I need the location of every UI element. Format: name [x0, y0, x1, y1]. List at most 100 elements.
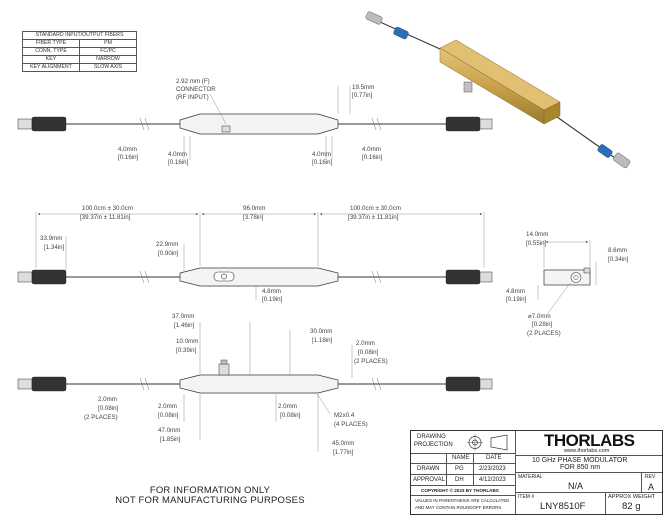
svg-text:37.0mm: 37.0mm [172, 313, 194, 320]
svg-text:[3.78in]: [3.78in] [243, 214, 264, 221]
svg-text:47.0mm: 47.0mm [158, 427, 180, 434]
svg-text:[39.37in ± 11.81in]: [39.37in ± 11.81in] [80, 214, 131, 221]
svg-text:[0.77in]: [0.77in] [352, 92, 373, 99]
svg-text:30.0mm: 30.0mm [310, 328, 332, 335]
svg-text:33.9mm: 33.9mm [40, 235, 62, 242]
iso-housing-top [439, 39, 561, 111]
svg-text:(2 PLACES): (2 PLACES) [84, 414, 118, 421]
svg-text:2.0mm: 2.0mm [98, 396, 117, 403]
fc-boot-left [31, 116, 67, 132]
svg-text:(RF INPUT): (RF INPUT) [176, 94, 209, 101]
drawn-date: 2/23/2023 [474, 464, 516, 475]
end-view-bore-inner [573, 275, 579, 280]
svg-text:[0.19in]: [0.19in] [262, 296, 283, 303]
svg-text:4.8mm: 4.8mm [506, 288, 525, 295]
svg-text:14.0mm: 14.0mm [526, 231, 548, 238]
fc-connector-left [17, 118, 33, 130]
svg-text:(2 PLACES): (2 PLACES) [527, 330, 561, 337]
svg-text:19.5mm: 19.5mm [352, 84, 374, 91]
svg-text:10.0mm: 10.0mm [176, 338, 198, 345]
isometric-view [365, 11, 631, 169]
svg-text:[0.16in]: [0.16in] [168, 159, 189, 166]
approval-date: 4/12/2023 [474, 475, 516, 486]
svg-text:[1.46in]: [1.46in] [174, 322, 195, 329]
svg-text:2.0mm: 2.0mm [356, 340, 375, 347]
rf-connector-bottom [218, 363, 230, 376]
svg-text:[0.16in]: [0.16in] [312, 159, 333, 166]
item-cell: ITEM # LNY8510F [516, 493, 606, 514]
svg-text:4.0mm: 4.0mm [118, 146, 137, 153]
drawn-label: DRAWN [411, 464, 447, 475]
svg-text:2.0mm: 2.0mm [278, 403, 297, 410]
copyright-cell: COPYRIGHT © 2023 BY THORLABS [411, 486, 516, 496]
svg-text:[0.16in]: [0.16in] [362, 154, 383, 161]
svg-text:100.0cm ± 30.0cm: 100.0cm ± 30.0cm [350, 205, 401, 212]
fc-connector-left [17, 378, 33, 390]
side-view-bottom: 37.0mm [1.46in] 10.0mm [0.39in] 30.0mm [… [17, 313, 493, 456]
side-view-top: 2.92 mm (F) CONNECTOR (RF INPUT) 19.5mm … [17, 78, 493, 166]
svg-text:[0.19in]: [0.19in] [506, 296, 527, 303]
fc-boot-left [31, 269, 67, 285]
end-view: 14.0mm [0.55in] 8.6mm [0.34in] 4.8mm [0.… [506, 231, 629, 337]
end-view-tab [583, 267, 591, 274]
svg-text:[1.77in]: [1.77in] [333, 449, 354, 456]
iso-connector-right [613, 152, 631, 169]
svg-text:4.0mm: 4.0mm [362, 146, 381, 153]
material-cell: MATERIAL N/A [516, 473, 642, 493]
iso-boot-left [393, 26, 409, 40]
svg-text:22.9mm: 22.9mm [156, 241, 178, 248]
title-block: DRAWING PROJECTION NAME DATE DRAWN PG 2/… [410, 430, 663, 515]
svg-text:4.0mm: 4.0mm [168, 151, 187, 158]
svg-text:(2 PLACES): (2 PLACES) [354, 358, 388, 365]
disclaimer-cell: VALUES IN PARENTHESIS ARE CALCULATED AND… [411, 496, 516, 514]
svg-text:[1.18in]: [1.18in] [312, 337, 333, 344]
svg-text:4.0mm: 4.0mm [312, 151, 331, 158]
iso-rf-connector [463, 81, 473, 93]
svg-text:[0.08in]: [0.08in] [98, 405, 119, 412]
fc-connector-right [479, 271, 493, 283]
svg-text:4.8mm: 4.8mm [262, 288, 281, 295]
iso-boot-right [597, 144, 613, 158]
svg-text:[1.34in]: [1.34in] [44, 244, 65, 251]
svg-text:[0.28in]: [0.28in] [532, 321, 553, 328]
svg-text:CONNECTOR: CONNECTOR [176, 86, 216, 93]
logo-cell: THORLABS www.thorlabs.com [516, 431, 662, 456]
part-title-cell: 10 GHz PHASE MODULATOR FOR 850 nm [516, 456, 662, 473]
svg-text:M2x0.4: M2x0.4 [334, 412, 355, 419]
svg-text:100.0cm ± 30.0cm: 100.0cm ± 30.0cm [82, 205, 133, 212]
svg-text:[0.16in]: [0.16in] [118, 154, 139, 161]
name-header: NAME [447, 454, 474, 464]
svg-text:⌀7.0mm: ⌀7.0mm [528, 313, 551, 320]
svg-text:[0.39in]: [0.39in] [176, 347, 197, 354]
svg-text:2.92 mm (F): 2.92 mm (F) [176, 78, 210, 85]
fc-boot-right [445, 376, 481, 392]
fc-connector-right [479, 118, 493, 130]
rev-cell: REV A [642, 473, 662, 493]
website: www.thorlabs.com [564, 448, 610, 454]
side-view-middle: 100.0cm ± 30.0cm [39.37in ± 11.81in] 96.… [17, 205, 493, 303]
weight-cell: APPROX WEIGHT 82 g [608, 494, 656, 512]
projection-symbol-icon [467, 434, 508, 451]
iso-housing-end [543, 101, 561, 125]
rf-connector-top [221, 125, 231, 133]
iso-connector-left [365, 11, 383, 25]
date-header: DATE [474, 454, 516, 464]
end-view-bore [570, 272, 582, 283]
notice-line-2: NOT FOR MANUFACTURING PURPOSES [115, 495, 305, 506]
svg-text:[39.37in ± 11.81in]: [39.37in ± 11.81in] [348, 214, 399, 221]
fc-boot-right [445, 116, 481, 132]
svg-text:[0.34in]: [0.34in] [608, 256, 629, 263]
svg-text:96.0mm: 96.0mm [243, 205, 265, 212]
svg-text:[0.08in]: [0.08in] [280, 412, 301, 419]
svg-text:45.0mm: 45.0mm [332, 440, 354, 447]
modulator-housing-bottom-view [179, 374, 339, 394]
svg-text:2.0mm: 2.0mm [158, 403, 177, 410]
notice-line-1: FOR INFORMATION ONLY [149, 485, 271, 496]
svg-text:(4 PLACES): (4 PLACES) [334, 421, 368, 428]
rf-connector-side [213, 271, 235, 282]
fc-boot-right [445, 269, 481, 285]
